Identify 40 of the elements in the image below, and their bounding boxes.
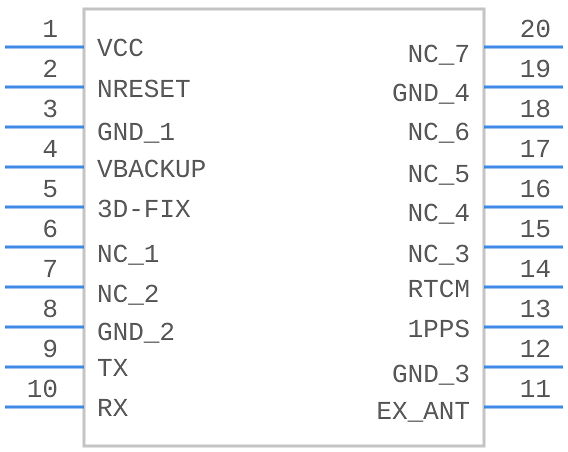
pin-number: 17: [520, 137, 551, 163]
pin-name: RX: [97, 396, 128, 422]
pin-name: NRESET: [97, 77, 191, 103]
pin-number: 20: [520, 17, 551, 43]
pin-number: 11: [520, 377, 551, 403]
pin-name: RTCM: [408, 277, 470, 303]
pin-number: 2: [42, 57, 58, 83]
pin-number: 3: [42, 97, 58, 123]
pin-number: 13: [520, 297, 551, 323]
pin-number: 10: [26, 377, 58, 403]
pin-name: NC_2: [97, 282, 160, 308]
pin-number: 14: [520, 257, 551, 283]
pin-number: 9: [42, 337, 58, 363]
pin-number: 8: [42, 297, 58, 323]
pin-number: 6: [42, 217, 58, 243]
pin-number: 5: [42, 177, 58, 203]
pin-number: 19: [520, 57, 551, 83]
pin-name: NC_1: [97, 242, 160, 268]
pin-number: 16: [520, 177, 551, 203]
pin-name: 3D-FIX: [97, 197, 191, 223]
pin-name: NC_7: [408, 42, 470, 68]
pin-name: NC_6: [408, 120, 470, 146]
pin-name: VBACKUP: [97, 157, 206, 183]
pin-name: NC_5: [408, 162, 470, 188]
pin-name: NC_3: [408, 242, 470, 268]
pin-number: 7: [42, 257, 58, 283]
pin-number: 4: [42, 137, 58, 163]
pin-number: 12: [520, 337, 551, 363]
pin-number: 18: [520, 97, 551, 123]
pin-name: NC_4: [408, 201, 470, 227]
pin-name: GND_1: [97, 120, 176, 146]
pin-name: GND_2: [97, 320, 176, 346]
pin-name: 1PPS: [408, 317, 470, 343]
pin-name: EX_ANT: [376, 399, 470, 425]
pin-number: 1: [42, 17, 58, 43]
pin-name: VCC: [97, 36, 144, 62]
pin-number: 15: [520, 217, 551, 243]
pin-name: GND_3: [392, 362, 470, 388]
pin-name: TX: [97, 356, 128, 382]
pin-name: GND_4: [392, 81, 470, 107]
